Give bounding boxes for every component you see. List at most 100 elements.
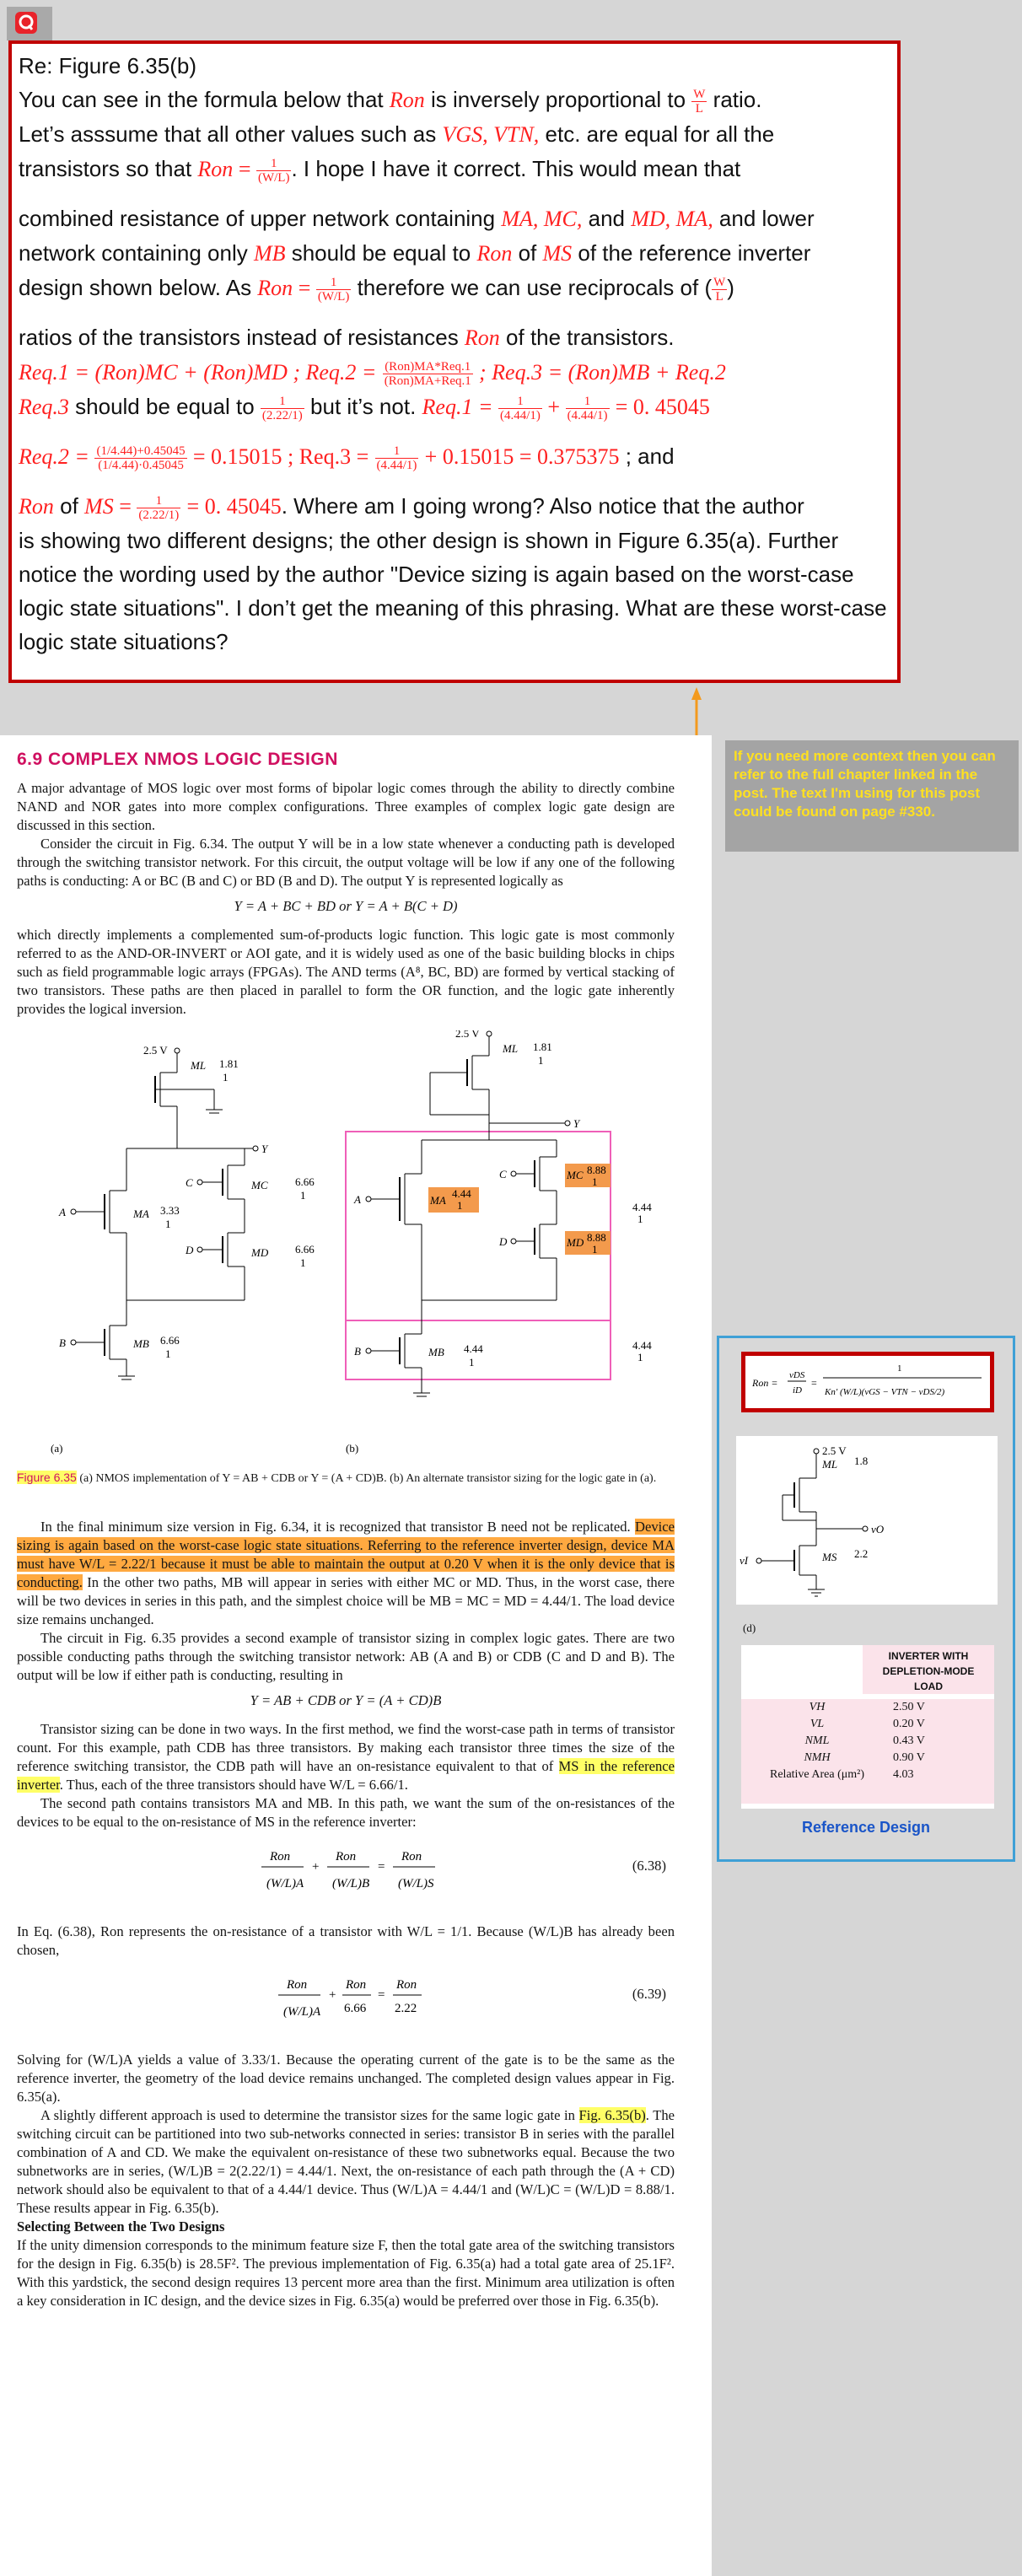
svg-text:Kn′ (W/L)(vGS − VTN − vDS/2): Kn′ (W/L)(vGS − VTN − vDS/2) — [824, 1387, 945, 1397]
svg-text:MD: MD — [250, 1246, 269, 1259]
question-paragraph: You can see in the formula below that Ro… — [19, 87, 887, 654]
svg-text:MB: MB — [132, 1337, 149, 1350]
equation-graphic: Ron(W/L)A + Ron(W/L)B = Ron(W/L)S — [261, 1850, 435, 1890]
svg-text:1: 1 — [223, 1071, 229, 1084]
svg-text:(W/L)A: (W/L)A — [266, 1877, 304, 1890]
question-box: Re: Figure 6.35(b) You can see in the fo… — [8, 40, 901, 683]
svg-text:D: D — [185, 1244, 194, 1256]
svg-text:1.81: 1.81 — [533, 1041, 552, 1053]
svg-text:8.88: 8.88 — [587, 1231, 606, 1244]
figure-6-35: 2.5 V ML 1.81 1 Y — [17, 1027, 675, 1518]
svg-text:C: C — [186, 1176, 193, 1189]
svg-text:2.22: 2.22 — [395, 2002, 417, 2015]
svg-text:(W/L)B: (W/L)B — [332, 1877, 369, 1890]
paragraph: Transistor sizing can be done in two way… — [17, 1721, 675, 1793]
ron-formula-graphic: Ron = vDS iD = 1 Kn′ (W/L)(vGS − VTN − v… — [751, 1363, 982, 1397]
svg-text:MA: MA — [132, 1207, 149, 1220]
svg-text:Ron: Ron — [395, 1978, 417, 1992]
svg-text:1: 1 — [538, 1054, 544, 1067]
svg-text:+: + — [329, 1988, 336, 2002]
paragraph: Solving for (W/L)A yields a value of 3.3… — [17, 2052, 675, 2105]
svg-text:1: 1 — [457, 1199, 463, 1212]
svg-text:MC: MC — [566, 1169, 584, 1181]
svg-text:1: 1 — [469, 1356, 475, 1369]
svg-text:1: 1 — [637, 1213, 643, 1225]
q-logo-icon — [15, 12, 37, 34]
svg-text:Y: Y — [261, 1143, 269, 1155]
svg-text:1: 1 — [165, 1218, 171, 1230]
svg-text:(b): (b) — [346, 1442, 358, 1455]
svg-text:Ron: Ron — [286, 1978, 307, 1992]
ron-formula: Ron = vDS iD = 1 Kn′ (W/L)(vGS − VTN − v… — [741, 1352, 994, 1412]
paragraph: The circuit in Fig. 6.35 provides a seco… — [17, 1630, 675, 1683]
svg-text:1.8: 1.8 — [854, 1455, 868, 1467]
svg-text:4.44: 4.44 — [632, 1339, 652, 1352]
svg-text:MC: MC — [250, 1179, 268, 1191]
svg-text:Ron: Ron — [401, 1850, 422, 1863]
svg-text:1: 1 — [637, 1351, 643, 1363]
svg-text:ML: ML — [502, 1042, 518, 1055]
svg-text:MA: MA — [429, 1194, 446, 1207]
svg-text:B: B — [59, 1336, 66, 1349]
paragraph: In Eq. (6.38), Ron represents the on-res… — [17, 1923, 675, 1958]
svg-text:2.5 V: 2.5 V — [143, 1044, 168, 1057]
svg-text:iD: iD — [793, 1385, 802, 1396]
svg-text:MB: MB — [428, 1346, 444, 1358]
svg-text:4.44: 4.44 — [464, 1342, 483, 1355]
svg-text:1: 1 — [592, 1175, 598, 1188]
svg-text:Ron: Ron — [335, 1850, 356, 1863]
reference-design-panel: Ron = vDS iD = 1 Kn′ (W/L)(vGS − VTN − v… — [717, 1336, 1015, 1862]
nmos-schematics: 2.5 V ML 1.81 1 Y — [51, 1027, 652, 1455]
svg-text:(W/L)S: (W/L)S — [398, 1877, 434, 1890]
app-logo-icon[interactable] — [7, 7, 52, 40]
reference-caption: Reference Design — [801, 1819, 931, 1836]
svg-text:A: A — [58, 1206, 66, 1218]
reference-label-d: (d) — [743, 1621, 756, 1634]
paragraph: If the unity dimension corresponds to th… — [17, 2237, 675, 2309]
svg-text:1: 1 — [592, 1243, 598, 1256]
svg-text:8.88: 8.88 — [587, 1164, 606, 1176]
svg-text:=: = — [378, 1860, 385, 1874]
svg-text:ML: ML — [190, 1059, 206, 1072]
svg-text:1.81: 1.81 — [219, 1057, 239, 1070]
svg-text:6.66: 6.66 — [160, 1334, 180, 1347]
svg-text:(W/L)A: (W/L)A — [283, 2005, 321, 2019]
svg-text:4.44: 4.44 — [452, 1187, 471, 1200]
svg-text:B: B — [354, 1345, 361, 1358]
svg-text:MS: MS — [821, 1551, 837, 1563]
paragraph: The second path contains transistors MA … — [17, 1795, 675, 1830]
svg-text:1: 1 — [897, 1363, 902, 1374]
svg-text:1: 1 — [165, 1347, 171, 1360]
paragraph: A major advantage of MOS logic over most… — [17, 780, 675, 833]
svg-text:vDS: vDS — [789, 1370, 805, 1380]
svg-text:=: = — [378, 1988, 385, 2002]
svg-text:3.33: 3.33 — [160, 1204, 180, 1217]
svg-text:ML: ML — [821, 1458, 837, 1471]
equation-number: (6.38) — [632, 1858, 666, 1874]
svg-text:MD: MD — [566, 1236, 584, 1249]
svg-text:C: C — [499, 1168, 507, 1180]
subheading: Selecting Between the Two Designs — [17, 2218, 225, 2235]
svg-text:2.2: 2.2 — [854, 1547, 868, 1560]
textbook-page: 6.9 COMPLEX NMOS LOGIC DESIGN A major ad… — [0, 735, 712, 2576]
svg-text:Y: Y — [573, 1117, 581, 1130]
inverter-schematic: 2.5 V ML 1.8 vO vI — [740, 1444, 885, 1597]
svg-text:vO: vO — [871, 1523, 885, 1535]
equation-6-38: Ron(W/L)A + Ron(W/L)B = Ron(W/L)S (6.38) — [17, 1837, 675, 1917]
svg-text:D: D — [498, 1235, 508, 1248]
paragraph: A slightly different approach is used to… — [17, 2107, 675, 2216]
svg-text:6.66: 6.66 — [295, 1175, 315, 1188]
svg-text:1: 1 — [300, 1256, 306, 1269]
equation: Y = A + BC + BD or Y = A + B(C + D) — [234, 898, 458, 914]
table-header: INVERTER WITH DEPLETION-MODE LOAD — [863, 1645, 994, 1694]
svg-text:+: + — [312, 1860, 319, 1874]
paragraph: which directly implements a complemented… — [17, 927, 675, 1017]
